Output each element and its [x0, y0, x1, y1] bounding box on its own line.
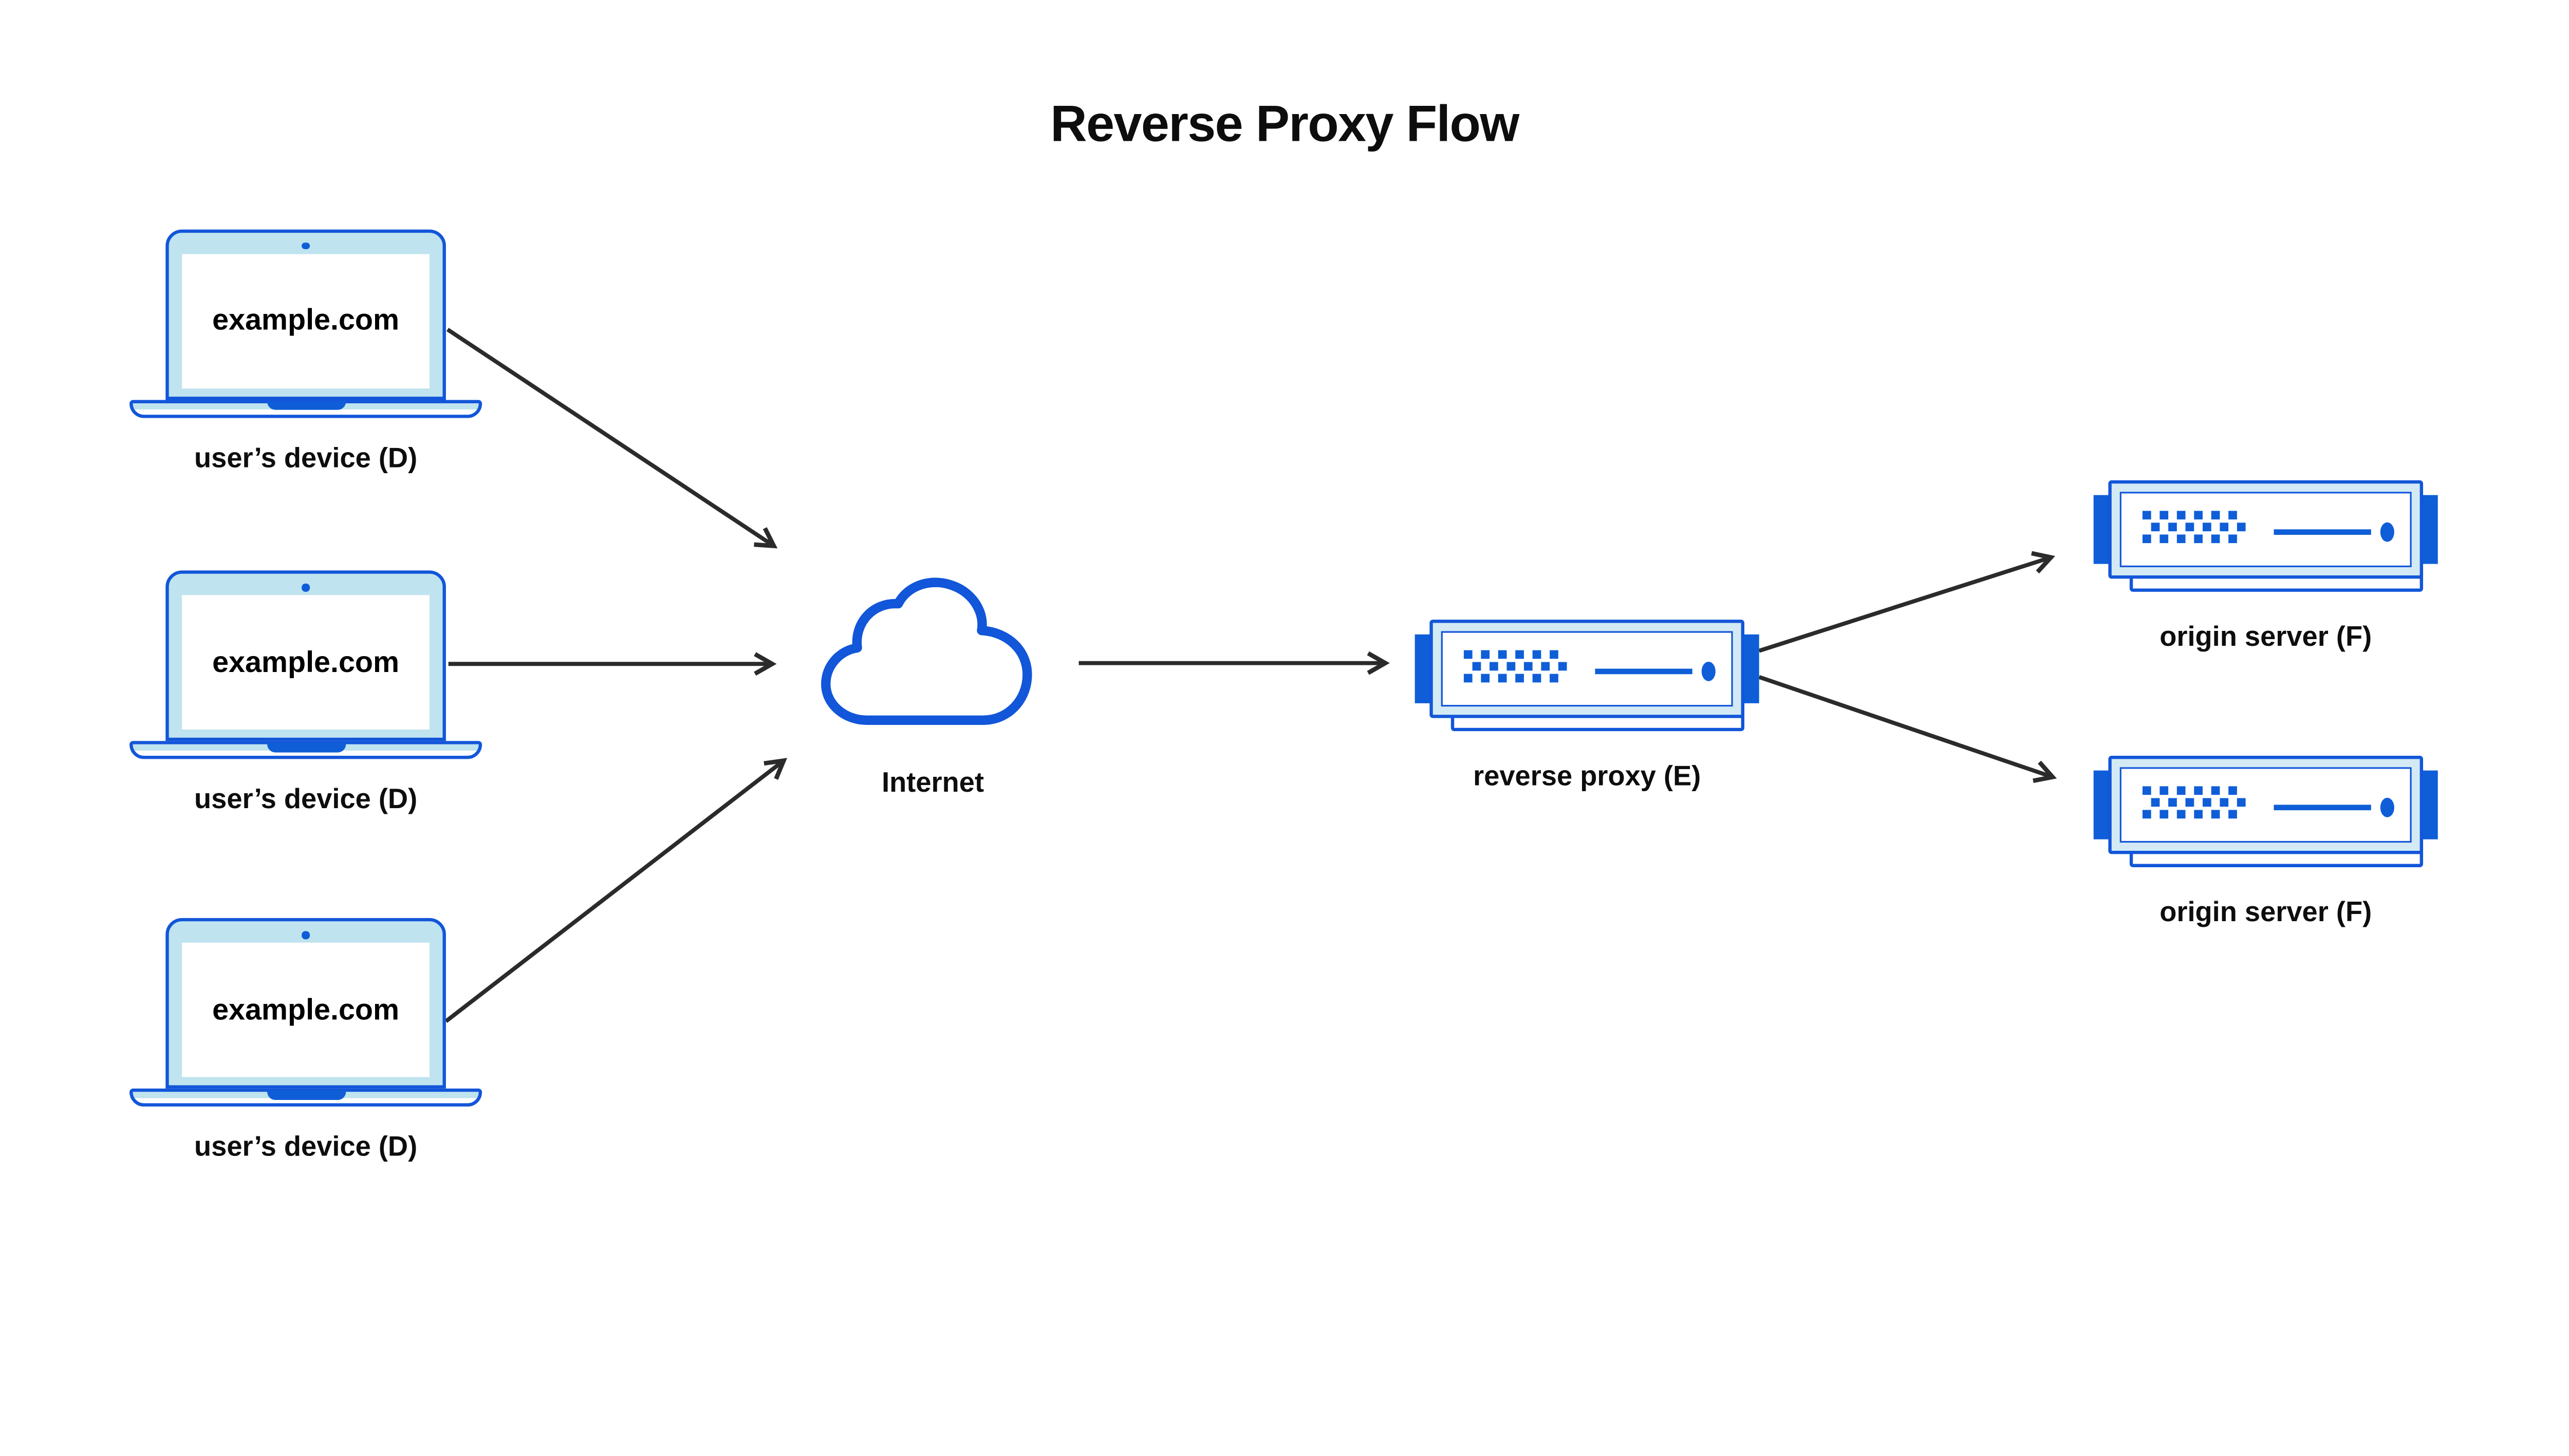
origin-label: origin server (F) [2160, 621, 2372, 652]
origin-label: origin server (F) [2160, 897, 2372, 928]
server-body [1429, 620, 1745, 718]
arrow-device1-to-internet [446, 328, 778, 549]
internet-node: Internet [803, 575, 1062, 838]
laptop-base [129, 1088, 482, 1107]
device-label: user’s device (D) [194, 783, 418, 815]
laptop-screen: example.com [165, 229, 446, 399]
server-front-panel [1441, 631, 1733, 707]
server-vents-icon [1463, 650, 1716, 683]
server-front-panel [2119, 767, 2412, 843]
server-side-tab-left [2093, 495, 2110, 564]
server-vents-icon [2142, 786, 2394, 819]
server-vents-icon [2142, 511, 2394, 544]
device-screen-text: example.com [212, 303, 400, 337]
device-screen-text: example.com [212, 645, 400, 678]
proxy-label: reverse proxy (E) [1473, 760, 1701, 792]
internet-label: Internet [882, 767, 984, 798]
laptop-base [129, 741, 482, 759]
arrow-proxy-to-origin2 [1758, 675, 2057, 783]
arrow-device3-to-internet [444, 758, 788, 1023]
server-body [2108, 480, 2424, 579]
user-device-3: example.com user’s device (D) [129, 918, 482, 1181]
laptop-display: example.com [182, 253, 430, 388]
device-label: user’s device (D) [194, 441, 418, 473]
diagram-title: Reverse Proxy Flow [1050, 95, 1519, 153]
laptop-notch [266, 742, 345, 752]
reverse-proxy: reverse proxy (E) [1414, 620, 1759, 800]
device-label: user’s device (D) [194, 1131, 418, 1163]
device-screen-text: example.com [212, 993, 400, 1025]
user-device-1: example.com user’s device (D) [129, 229, 482, 491]
laptop-display: example.com [182, 942, 430, 1077]
origin-server-1: origin server (F) [2093, 480, 2438, 661]
diagram-canvas: Reverse Proxy Flow example.com user’s de… [129, 95, 2438, 1181]
origin-server-2: origin server (F) [2093, 755, 2438, 936]
user-device-2: example.com user’s device (D) [129, 570, 482, 833]
laptop-screen: example.com [165, 570, 446, 741]
laptop-camera-dot [302, 931, 310, 939]
server-side-tab-right [1742, 634, 1759, 703]
laptop-notch [266, 401, 345, 410]
server-side-tab-right [2421, 495, 2438, 564]
server-side-tab-left [2093, 770, 2110, 839]
server-side-tab-left [1414, 634, 1431, 703]
laptop-camera-dot [302, 583, 310, 591]
laptop-camera-dot [302, 241, 310, 250]
server-body [2108, 755, 2424, 854]
laptop-screen: example.com [165, 918, 446, 1089]
laptop-notch [266, 1090, 345, 1099]
server-front-panel [2119, 492, 2412, 568]
cloud-icon [821, 577, 1032, 725]
arrow-proxy-to-origin1 [1758, 551, 2055, 653]
laptop-base [129, 399, 482, 418]
server-side-tab-right [2421, 770, 2438, 839]
laptop-display: example.com [182, 595, 430, 730]
